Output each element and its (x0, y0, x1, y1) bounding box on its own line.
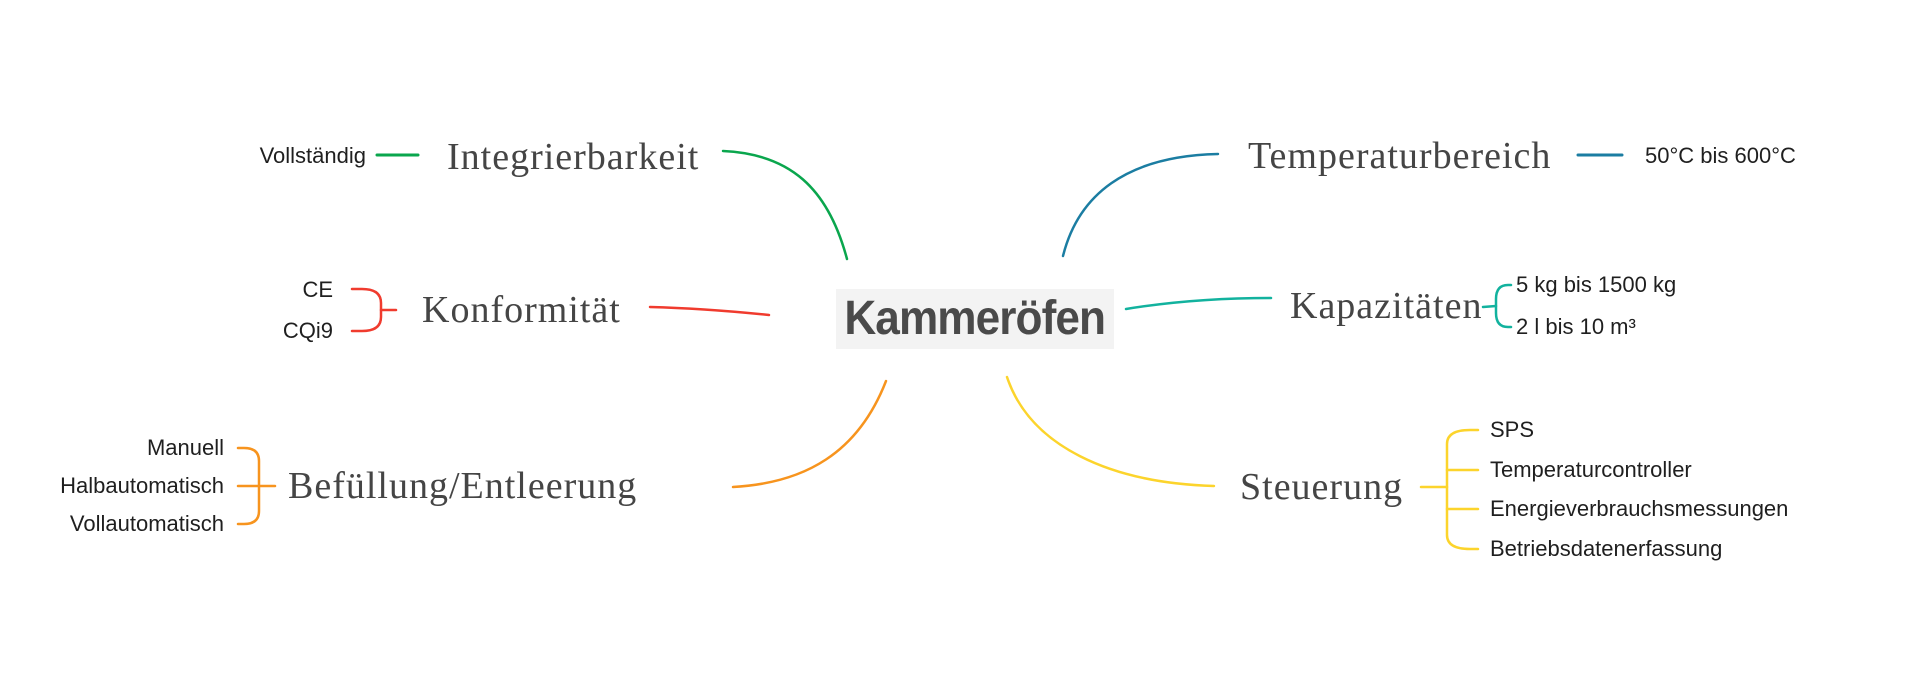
leaf-manuell[interactable]: Manuell (146, 435, 224, 460)
branch-label-kapazitaeten[interactable]: Kapazitäten (1290, 285, 1483, 327)
leaf-energieverbrauchsmessungen[interactable]: Energieverbrauchsmessungen (1490, 496, 1789, 521)
branch-label-befuellung[interactable]: Befüllung/Entleerung (288, 465, 638, 507)
branch-curve-steuerung (1005, 375, 1216, 488)
branch-label-steuerung[interactable]: Steuerung (1240, 466, 1404, 508)
branch-curve-temperaturbereich (1061, 152, 1220, 258)
leaf-vollautomatisch[interactable]: Vollautomatisch (69, 511, 224, 536)
leaf-kapazitaet-volumen[interactable]: 2 l bis 10 m³ (1516, 314, 1636, 339)
branch-label-integrierbarkeit[interactable]: Integrierbarkeit (447, 136, 700, 178)
leaf-temperaturcontroller[interactable]: Temperaturcontroller (1490, 457, 1692, 482)
bracket-steuerung (1445, 428, 1480, 551)
leaf-halbautomatisch[interactable]: Halbautomatisch (60, 473, 224, 498)
leaf-kapazitaet-kg[interactable]: 5 kg bis 1500 kg (1516, 272, 1677, 297)
central-node[interactable]: Kammeröfen (836, 289, 1114, 349)
branch-label-konformitaet[interactable]: Konformität (422, 289, 621, 331)
branch-curve-befuellung (731, 379, 888, 489)
bracket-kapazitaeten (1494, 283, 1513, 329)
leaf-temperatur-wert[interactable]: 50°C bis 600°C (1645, 143, 1796, 168)
leaf-sps[interactable]: SPS (1490, 417, 1535, 442)
bracket-konformitaet (350, 287, 383, 333)
leaf-betriebsdatenerfassung[interactable]: Betriebsdatenerfassung (1490, 536, 1723, 561)
leaf-ce[interactable]: CE (302, 277, 333, 302)
branch-curve-integrierbarkeit (721, 149, 849, 261)
central-node-title: Kammeröfen (844, 292, 1107, 345)
branch-label-temperaturbereich[interactable]: Temperaturbereich (1248, 135, 1552, 177)
leaf-cqi9[interactable]: CQi9 (282, 318, 333, 343)
leaf-vollstaendig[interactable]: Vollständig (259, 143, 366, 168)
branch-curve-konformitaet (648, 305, 771, 317)
bracket-stub-kapazitaeten (1481, 304, 1498, 309)
bracket-befuellung (236, 446, 261, 526)
branch-curve-kapazitaeten (1124, 296, 1273, 311)
